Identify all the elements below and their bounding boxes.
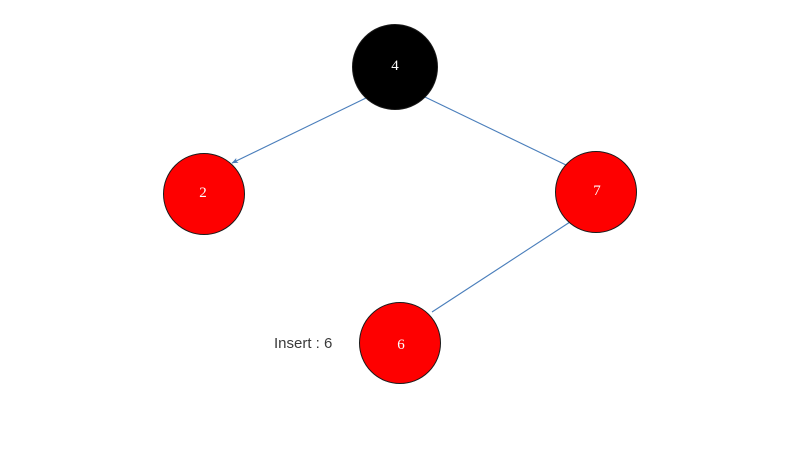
edge-root-to-right-child (424, 96, 567, 166)
tree-node-label: 2 (199, 185, 207, 201)
tree-node-inserted[interactable] (359, 302, 441, 384)
tree-node-label: 6 (397, 337, 405, 353)
tree-node-root[interactable] (352, 24, 438, 110)
tree-node-right-child[interactable] (555, 151, 637, 233)
edge-root-to-left-child (231, 97, 367, 164)
edge-right-child-to-new-node (431, 221, 571, 313)
tree-node-label: 4 (391, 58, 399, 74)
insert-operation-label: Insert : 6 (274, 335, 333, 352)
tree-node-left-child[interactable] (163, 153, 245, 235)
tree-node-label: 7 (593, 183, 601, 199)
